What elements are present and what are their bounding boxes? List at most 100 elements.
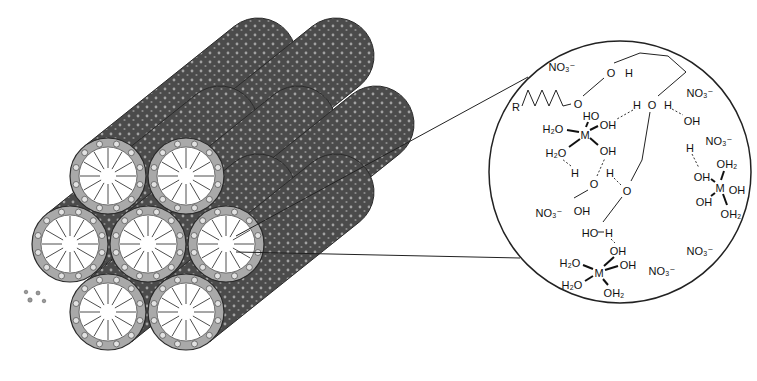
hydrogen-bond bbox=[562, 159, 571, 166]
ether-chain bbox=[603, 197, 622, 222]
chemical-label: H bbox=[625, 67, 633, 79]
chemical-label: H bbox=[571, 167, 579, 179]
chemical-label: NO₃⁻ bbox=[687, 245, 714, 257]
bond bbox=[590, 138, 598, 145]
chemical-label: H₂O bbox=[543, 123, 564, 135]
ether-chain bbox=[631, 112, 650, 181]
label-anchor: OH bbox=[696, 192, 713, 210]
label-anchor: HO bbox=[583, 106, 600, 124]
bond bbox=[604, 257, 614, 266]
label-anchor: R bbox=[512, 97, 520, 115]
chemical-label: M bbox=[594, 267, 603, 279]
label-anchor: OH₂ bbox=[721, 204, 742, 222]
label-anchor: M bbox=[715, 178, 724, 196]
chemical-label: O bbox=[648, 99, 657, 111]
chemical-label: OH₂ bbox=[717, 158, 738, 170]
bond bbox=[586, 122, 588, 127]
label-anchor: OH bbox=[600, 141, 617, 159]
label-anchor: NO₃⁻ bbox=[687, 241, 714, 259]
alkyl-chain bbox=[522, 90, 571, 106]
label-anchor: H bbox=[625, 63, 633, 81]
bond bbox=[723, 194, 727, 205]
label-anchor: NO₃⁻ bbox=[706, 131, 733, 149]
label-anchor: O bbox=[574, 94, 583, 112]
chemical-label: OH bbox=[696, 196, 713, 208]
hydrogen-bonds bbox=[562, 109, 699, 243]
zoom-line bbox=[236, 252, 520, 258]
metal-bonds bbox=[567, 122, 727, 285]
label-anchor: NO₃⁻ bbox=[549, 57, 576, 75]
zoom-circle-border bbox=[489, 41, 751, 303]
chemical-label: O bbox=[623, 185, 632, 197]
bond bbox=[583, 265, 593, 269]
label-anchor: NO₃⁻ bbox=[536, 203, 563, 221]
chemical-label: NO₃⁻ bbox=[687, 87, 714, 99]
zoom-ground bbox=[489, 41, 751, 303]
chemical-label: OH bbox=[684, 115, 701, 127]
chemical-label: H bbox=[686, 142, 694, 154]
label-anchor: H bbox=[686, 138, 694, 156]
bond bbox=[567, 130, 579, 132]
bond bbox=[605, 266, 618, 270]
label-anchor: OH bbox=[694, 167, 711, 185]
hydrogen-bond bbox=[614, 178, 621, 185]
label-anchor: H bbox=[605, 223, 613, 241]
label-anchor: M bbox=[594, 263, 603, 281]
bond bbox=[585, 276, 593, 281]
chemical-label: OH bbox=[694, 171, 711, 183]
label-anchor: OH bbox=[610, 241, 627, 259]
zoom-circle: NO₃⁻OHNO₃⁻ROHOHHOOHH₂OMOHNO₃⁻HH₂OOHOH₂HH… bbox=[488, 40, 752, 304]
chemical-label: NO₃⁻ bbox=[536, 207, 563, 219]
chemical-label: H bbox=[664, 99, 672, 111]
structure-lines bbox=[522, 53, 686, 232]
label-anchor: O bbox=[648, 95, 657, 113]
label-anchor: H₂O bbox=[560, 253, 581, 271]
chemical-label: NO₃⁻ bbox=[706, 135, 733, 147]
chemical-label: OH bbox=[729, 184, 746, 196]
chemical-label: R bbox=[512, 101, 520, 113]
label-anchor: H bbox=[633, 95, 641, 113]
label-anchor: OH bbox=[574, 201, 591, 219]
micelle-face bbox=[188, 206, 264, 282]
hydrogen-bond bbox=[597, 158, 605, 176]
chemical-label: H₂O bbox=[562, 279, 583, 291]
chemical-label: OH bbox=[600, 119, 617, 131]
chemical-label: O bbox=[590, 178, 599, 190]
bond bbox=[711, 179, 715, 182]
ether-chain bbox=[614, 53, 686, 96]
micelle-face bbox=[70, 138, 146, 214]
bond bbox=[569, 139, 580, 147]
bond bbox=[721, 171, 724, 180]
bond bbox=[603, 279, 608, 285]
chemical-label: H bbox=[633, 99, 641, 111]
chemical-label: H₂O bbox=[560, 257, 581, 269]
hydrogen-bond bbox=[617, 110, 633, 119]
chemical-label: OH bbox=[600, 145, 617, 157]
micelle-face bbox=[148, 138, 224, 214]
chemical-label: OH₂ bbox=[604, 287, 625, 299]
chemical-label: H bbox=[606, 167, 614, 179]
bond bbox=[711, 193, 715, 196]
hydrogen-bond bbox=[611, 239, 615, 243]
label-anchor: H bbox=[571, 163, 579, 181]
chemical-label: OH bbox=[620, 259, 637, 271]
label-anchor: OH bbox=[620, 255, 637, 273]
label-anchor: OH bbox=[600, 115, 617, 133]
chemical-label: OH bbox=[574, 205, 591, 217]
zoom-line bbox=[236, 77, 528, 236]
label-anchor: O bbox=[607, 63, 616, 81]
chemical-label: H₂O bbox=[546, 147, 567, 159]
label-anchor: H₂O bbox=[546, 143, 567, 161]
hydrogen-bond bbox=[672, 109, 683, 115]
label-anchor: M bbox=[580, 125, 589, 143]
label-anchor: OH₂ bbox=[604, 283, 625, 301]
chemical-label: OH bbox=[610, 245, 627, 257]
hydrogen-bond bbox=[692, 154, 699, 168]
chemical-label: M bbox=[715, 182, 724, 194]
label-anchor: NO₃⁻ bbox=[687, 83, 714, 101]
bond bbox=[590, 126, 598, 130]
ether-chain bbox=[583, 78, 604, 96]
chemical-label: NO₃⁻ bbox=[649, 265, 676, 277]
